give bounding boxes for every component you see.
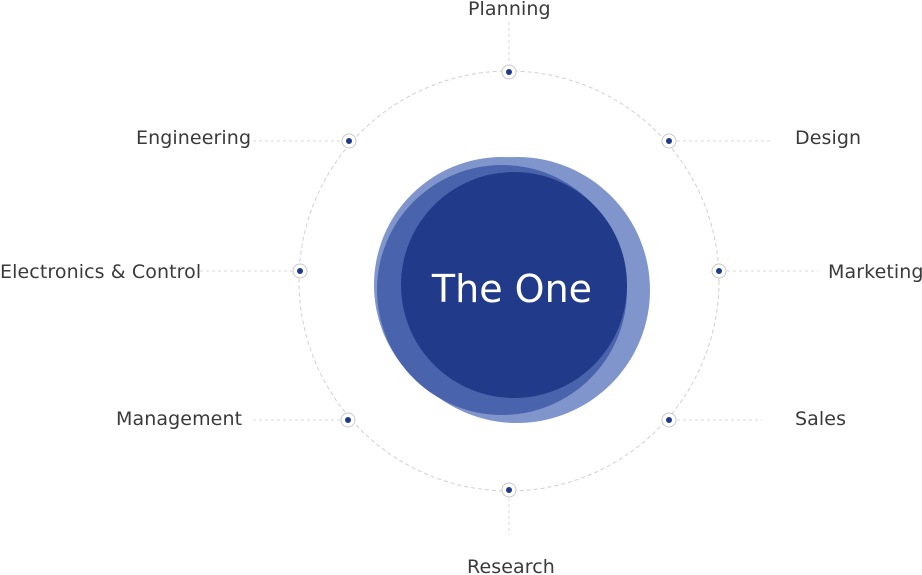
label-engineering[interactable]: Engineering [136,127,252,149]
connector-lines [200,22,818,535]
node-dot-engineering[interactable] [341,133,357,149]
center-title: The One [431,267,593,311]
label-planning[interactable]: Planning [468,0,551,20]
label-electronics[interactable]: Electronics & Control [0,261,202,283]
node-dot-planning[interactable] [501,64,517,80]
label-marketing[interactable]: Marketing [828,261,922,283]
node-dot-electronics[interactable] [292,263,308,279]
node-dot-sales[interactable] [661,412,677,428]
label-management[interactable]: Management [116,408,243,430]
node-dot-design[interactable] [661,133,677,149]
label-design[interactable]: Design [795,127,862,149]
label-research[interactable]: Research [467,556,555,575]
center-circle-front [401,172,627,398]
node-dot-research[interactable] [501,482,517,498]
orbit-nodes [292,64,727,498]
node-dot-marketing[interactable] [711,263,727,279]
node-dot-management[interactable] [340,412,356,428]
center-circles [374,157,650,423]
label-sales[interactable]: Sales [795,408,847,430]
